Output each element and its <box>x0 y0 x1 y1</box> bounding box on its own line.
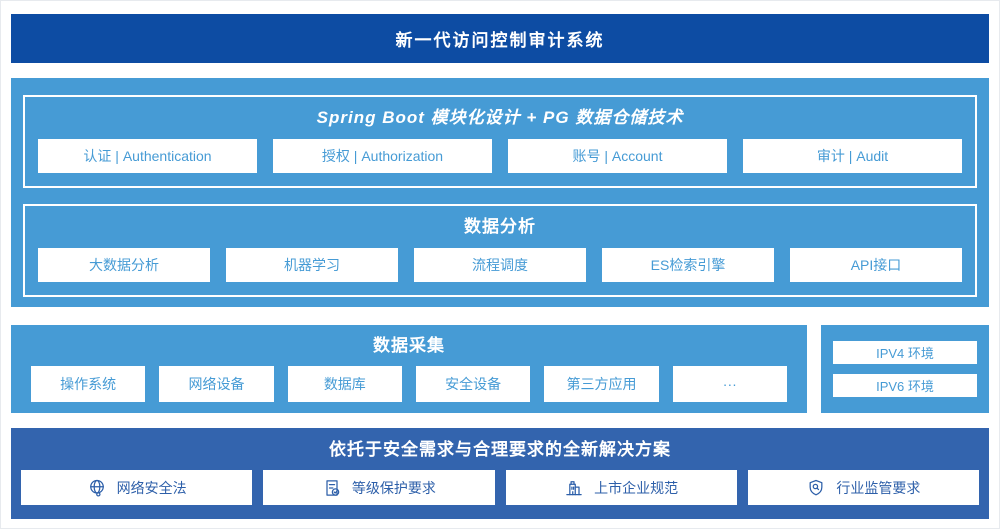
analysis-panel-title: 数据分析 <box>464 217 536 236</box>
solution-chip-listed-company: 上市企业规范 <box>505 470 737 505</box>
analysis-chip-es: ES检索引擎 <box>602 248 774 282</box>
solution-chip-cybersecurity-law: 网络安全法 <box>21 470 253 505</box>
chip-label: ··· <box>722 376 737 392</box>
analysis-row: 大数据分析 机器学习 流程调度 ES检索引擎 API接口 <box>38 248 962 282</box>
collection-items-row: 操作系统 网络设备 数据库 安全设备 第三方应用 ··· <box>31 366 787 402</box>
chip-label: 等级保护要求 <box>351 479 436 496</box>
architecture-container: Spring Boot 模块化设计 + PG 数据仓储技术 认证 | Authe… <box>11 78 989 307</box>
solution-chip-level-protection: 等级保护要求 <box>263 470 495 505</box>
system-title-banner: 新一代访问控制审计系统 <box>11 14 989 63</box>
building-icon <box>564 478 584 498</box>
document-check-icon <box>322 478 342 498</box>
env-box: IPV4 环境 IPV6 环境 <box>821 325 989 413</box>
chip-label: API接口 <box>850 257 902 273</box>
analysis-chip-bigdata: 大数据分析 <box>38 248 210 282</box>
chip-label: 机器学习 <box>284 257 340 273</box>
analysis-panel: 数据分析 大数据分析 机器学习 流程调度 ES检索引擎 API接口 <box>23 204 977 297</box>
analysis-chip-workflow: 流程调度 <box>414 248 586 282</box>
module-chip-account: 账号 | Account <box>508 139 727 173</box>
chip-label: 认证 | Authentication <box>83 148 212 164</box>
collection-chip-os: 操作系统 <box>31 366 146 402</box>
chip-label: 授权 | Authorization <box>321 148 444 164</box>
module-chip-authorization: 授权 | Authorization <box>273 139 492 173</box>
chip-label: ES检索引擎 <box>650 257 726 273</box>
collection-chip-thirdparty: 第三方应用 <box>544 366 659 402</box>
collection-row: 数据采集 操作系统 网络设备 数据库 安全设备 第三方应用 ··· IPV4 环… <box>11 325 989 413</box>
analysis-chip-api: API接口 <box>790 248 962 282</box>
system-title: 新一代访问控制审计系统 <box>395 31 605 50</box>
solution-row: 网络安全法 等级保护要求 <box>21 470 979 505</box>
solution-chip-industry-regulation: 行业监管要求 <box>747 470 979 505</box>
modules-row: 认证 | Authentication 授权 | Authorization 账… <box>38 139 962 173</box>
modules-panel-title: Spring Boot 模块化设计 + PG 数据仓储技术 <box>316 108 684 127</box>
modules-panel: Spring Boot 模块化设计 + PG 数据仓储技术 认证 | Authe… <box>23 95 977 188</box>
chip-label: 操作系统 <box>60 376 117 392</box>
chip-label: 行业监管要求 <box>836 479 921 496</box>
chip-label: IPV6 环境 <box>876 379 934 394</box>
shield-search-icon <box>806 478 826 498</box>
chip-label: 大数据分析 <box>89 257 159 273</box>
chip-label: 账号 | Account <box>572 148 663 164</box>
chip-label: 网络设备 <box>188 376 245 392</box>
chip-label: 流程调度 <box>472 257 528 273</box>
module-chip-audit: 审计 | Audit <box>743 139 962 173</box>
chip-label: IPV4 环境 <box>876 346 934 361</box>
collection-chip-security-device: 安全设备 <box>415 366 531 402</box>
globe-icon <box>87 478 107 498</box>
chip-label: 安全设备 <box>445 376 502 392</box>
collection-panel: 数据采集 操作系统 网络设备 数据库 安全设备 第三方应用 ··· <box>11 325 807 413</box>
solution-panel: 依托于安全需求与合理要求的全新解决方案 网络安全法 <box>11 428 989 519</box>
chip-label: 数据库 <box>323 376 366 392</box>
solution-panel-title: 依托于安全需求与合理要求的全新解决方案 <box>329 440 671 459</box>
analysis-chip-ml: 机器学习 <box>226 248 398 282</box>
module-chip-authentication: 认证 | Authentication <box>38 139 257 173</box>
chip-label: 第三方应用 <box>566 376 637 392</box>
env-chip-ipv4: IPV4 环境 <box>833 341 977 364</box>
env-chip-ipv6: IPV6 环境 <box>833 374 977 397</box>
chip-label: 上市企业规范 <box>594 479 679 496</box>
chip-label: 审计 | Audit <box>816 148 889 164</box>
collection-chip-ellipsis: ··· <box>672 366 787 402</box>
collection-panel-title: 数据采集 <box>373 336 445 355</box>
chip-label: 网络安全法 <box>116 479 187 496</box>
collection-chip-network-device: 网络设备 <box>159 366 274 402</box>
collection-chip-database: 数据库 <box>287 366 402 402</box>
